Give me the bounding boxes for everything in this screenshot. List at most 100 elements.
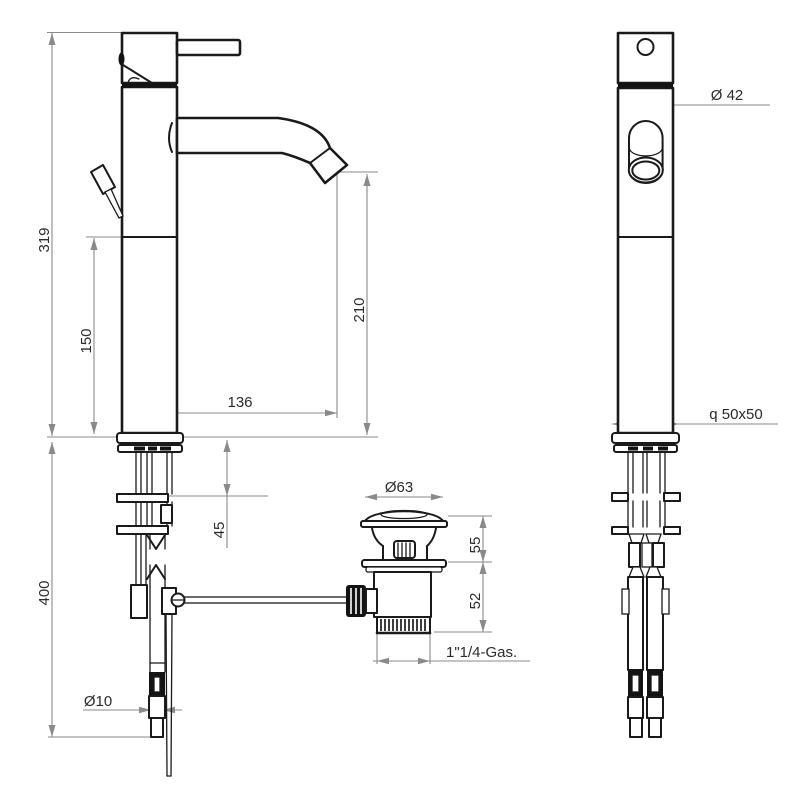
side-view-faucet	[611, 31, 680, 453]
shank-tubes	[135, 451, 173, 527]
pipe-break-lower-icon	[146, 534, 166, 550]
drain-body	[373, 571, 432, 618]
supply-hose-left-side	[627, 576, 644, 671]
drain-dome-cap	[364, 510, 444, 522]
dim-body-diameter-label: Ø 42	[711, 87, 744, 104]
hose-crimps-upper	[628, 533, 662, 544]
shank-tubes-side	[627, 451, 666, 528]
nut-tab-left-upper	[611, 492, 629, 502]
dim-spout-reach-label: 136	[227, 394, 252, 411]
cap-joint-band-side	[618, 83, 673, 88]
pop-up-rod-vertical	[165, 613, 173, 777]
drain-dimensions: Ø63 55 52 1"1/4-Gas.	[365, 479, 530, 665]
arrow-down-icon	[479, 620, 487, 632]
side-view-under-counter	[611, 451, 681, 738]
spout-end-on	[627, 120, 664, 184]
arrow-up-icon	[479, 516, 487, 528]
arrow-right-icon	[325, 409, 337, 417]
hose-nut	[148, 695, 166, 719]
drain-stem-knurl-lines	[397, 542, 411, 559]
hose-nut-right	[646, 696, 664, 719]
handle-pivot-dot	[118, 52, 125, 66]
hose-tail-left	[629, 717, 643, 738]
hose-block-right	[652, 542, 665, 568]
dim-hose-diameter-label: Ø10	[84, 693, 112, 710]
hose-block-left	[628, 542, 641, 568]
dim-spout-height-label: 210	[351, 297, 368, 322]
arrow-up-icon	[223, 440, 231, 452]
arrow-right-icon	[139, 706, 151, 714]
handle-cap	[120, 31, 179, 85]
handle-diagonal-line	[122, 64, 153, 84]
drain-assembly	[346, 509, 448, 635]
spout-tip-joint-line	[309, 147, 331, 164]
hose-tail	[150, 717, 164, 738]
hose-crimp-slot-right	[650, 674, 660, 693]
spout-opening-inner	[631, 160, 661, 181]
hose-tab-right	[661, 588, 670, 615]
hose-tail-right	[648, 717, 662, 738]
hose-crimp-slot	[153, 676, 161, 693]
spout	[175, 116, 349, 185]
arrow-down-icon	[223, 484, 231, 496]
base-gasket-hatch-side	[628, 446, 668, 451]
arrow-up-icon	[363, 174, 371, 186]
arrow-right-icon	[418, 657, 430, 665]
dim-total-height-label: 319	[36, 227, 53, 252]
dim-body-height-label: 150	[78, 328, 95, 353]
horizontal-drain-rod	[183, 596, 348, 604]
arrow-down-icon	[48, 424, 56, 436]
hose-nut-left	[627, 696, 644, 719]
cap-joint-band	[122, 83, 177, 88]
mounting-nut-upper	[116, 493, 169, 503]
base-plate-front	[116, 432, 184, 444]
arrow-up-icon	[48, 442, 56, 454]
hose-crimp-slot-left	[631, 674, 640, 693]
arrow-right-icon	[431, 493, 443, 501]
drain-rod-collar	[365, 588, 378, 614]
handle-arc-detail	[127, 77, 140, 84]
dim-drain-lower-label: 52	[467, 593, 484, 610]
hose-end-box	[130, 584, 148, 619]
handle-lever	[175, 38, 242, 57]
hose-block-center	[641, 542, 653, 568]
front-view-faucet	[90, 31, 349, 453]
side-lever-knob	[90, 164, 116, 195]
drain-cap-plate	[360, 520, 448, 528]
arrow-down-icon	[48, 725, 56, 737]
dim-shank-clearance-label: 45	[211, 522, 228, 539]
spout-root-arc	[168, 122, 173, 153]
pop-up-tube	[146, 533, 166, 673]
dim-base-plate-label: q 50x50	[709, 406, 762, 423]
arrow-up-icon	[48, 33, 56, 45]
arrow-down-icon	[363, 423, 371, 435]
drain-neck-left	[371, 527, 384, 547]
dim-thread-size-label: 1"1/4-Gas.	[446, 644, 517, 661]
nut-tab-left-lower	[611, 526, 629, 535]
base-gasket-hatch	[134, 446, 171, 451]
handle-end-circle	[636, 38, 655, 56]
arrow-left-icon	[365, 493, 377, 501]
arrow-up-icon	[479, 562, 487, 574]
drain-flange	[361, 559, 447, 568]
drain-stem-knurl	[393, 540, 416, 559]
base-plate-side	[611, 432, 680, 444]
nut-tab-right-upper	[663, 492, 681, 502]
side-lever-rod	[104, 188, 124, 219]
arrow-down-icon	[90, 422, 98, 434]
drain-dome-inner-ellipse	[380, 509, 428, 520]
drain-thread	[375, 616, 432, 635]
dim-under-counter-label: 400	[36, 580, 53, 605]
drain-neck-right	[426, 527, 437, 547]
drain-rod-knob-knurl	[350, 588, 362, 614]
mounting-clamp	[160, 504, 173, 524]
dim-drain-cap-label: Ø63	[385, 479, 413, 496]
hose-crimps-lower	[628, 566, 662, 578]
hose-tab-left	[621, 588, 630, 615]
front-view-under-counter	[116, 451, 348, 777]
arrow-down-icon	[479, 550, 487, 562]
nut-tab-right-lower	[663, 526, 681, 535]
supply-hose-right-side	[646, 576, 664, 671]
